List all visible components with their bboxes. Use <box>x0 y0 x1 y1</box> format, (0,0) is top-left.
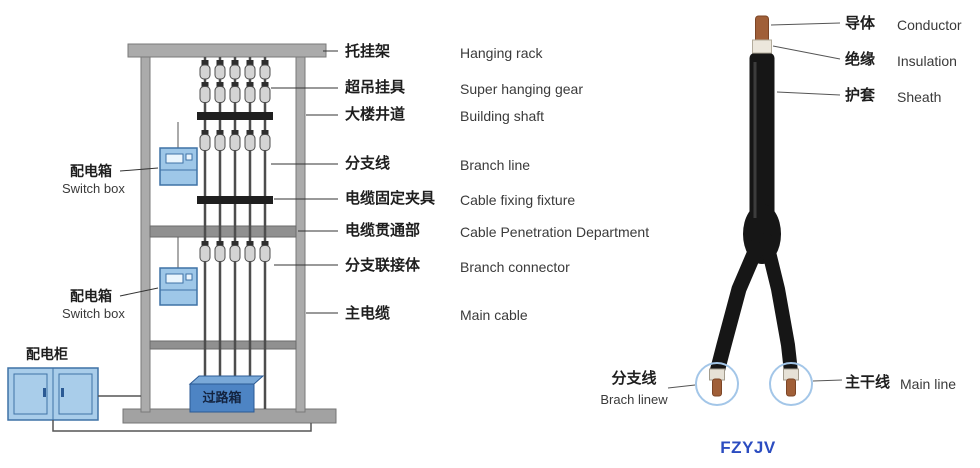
label-sheath-en: Sheath <box>897 89 942 105</box>
label-insulation-en: Insulation <box>897 53 957 69</box>
switch-box-top-art <box>159 122 198 186</box>
highlight-circles <box>695 362 813 406</box>
label-building-shaft-cn: 大楼井道 <box>345 106 406 123</box>
label-cable-fixing-fixture-cn: 电缆固定夹具 <box>345 190 436 207</box>
branch-line-connectors <box>199 129 271 151</box>
branch-cable-photo-art <box>667 15 843 406</box>
label-branch-line-en: Branch line <box>460 157 531 173</box>
label-branch-en: Brach linew <box>600 392 668 407</box>
cable-body <box>709 15 799 397</box>
cabinet-label: 配电柜 <box>26 346 68 362</box>
distribution-cabinet-art <box>7 367 99 421</box>
label-main-cable-cn: 主电缆 <box>345 305 391 322</box>
label-hanging-rack-cn: 托挂架 <box>345 43 391 60</box>
label-main-cable-en: Main cable <box>460 307 528 323</box>
label-branch-cn: 分支线 <box>611 370 657 387</box>
label-main-line-en: Main line <box>900 376 957 392</box>
label-sheath-cn: 护套 <box>845 87 876 104</box>
pass-box-label: 过路箱 <box>202 390 242 405</box>
model-number: FZYJV <box>720 438 776 457</box>
label-branch-connector-en: Branch connector <box>460 259 570 275</box>
leader-lines-right <box>667 22 843 389</box>
label-building-shaft-en: Building shaft <box>460 108 545 124</box>
label-hanging-rack-en: Hanging rack <box>460 45 543 61</box>
leader-lines-left <box>119 50 338 314</box>
label-branch-line-cn: 分支线 <box>345 155 391 172</box>
cable-fixing-bands <box>197 112 273 204</box>
label-super-hanging-gear-cn: 超吊挂具 <box>345 79 406 96</box>
switch-box-top-label-cn: 配电箱 <box>70 163 112 179</box>
label-branch-connector-cn: 分支联接体 <box>345 257 421 274</box>
label-conductor-en: Conductor <box>897 17 962 33</box>
label-cable-penetration-cn: 电缆贯通部 <box>345 222 421 239</box>
label-insulation-cn: 绝缘 <box>845 51 876 68</box>
label-conductor-cn: 导体 <box>845 15 876 32</box>
switch-box-bottom-art <box>159 237 198 306</box>
label-super-hanging-gear-en: Super hanging gear <box>460 81 583 97</box>
pass-box-art <box>188 375 265 413</box>
label-cable-fixing-fixture-en: Cable fixing fixture <box>460 192 576 208</box>
label-main-line-cn: 主干线 <box>845 374 891 391</box>
ground-wires <box>52 395 312 432</box>
installation-diagram-art <box>7 43 338 432</box>
rack-structure <box>122 43 337 424</box>
switch-box-bottom-label-en: Switch box <box>62 306 125 321</box>
branch-joint-connectors <box>199 240 271 262</box>
switch-box-top-label-en: Switch box <box>62 181 125 196</box>
label-cable-penetration-en: Cable Penetration Department <box>460 224 650 240</box>
switch-box-bottom-label-cn: 配电箱 <box>70 288 112 304</box>
